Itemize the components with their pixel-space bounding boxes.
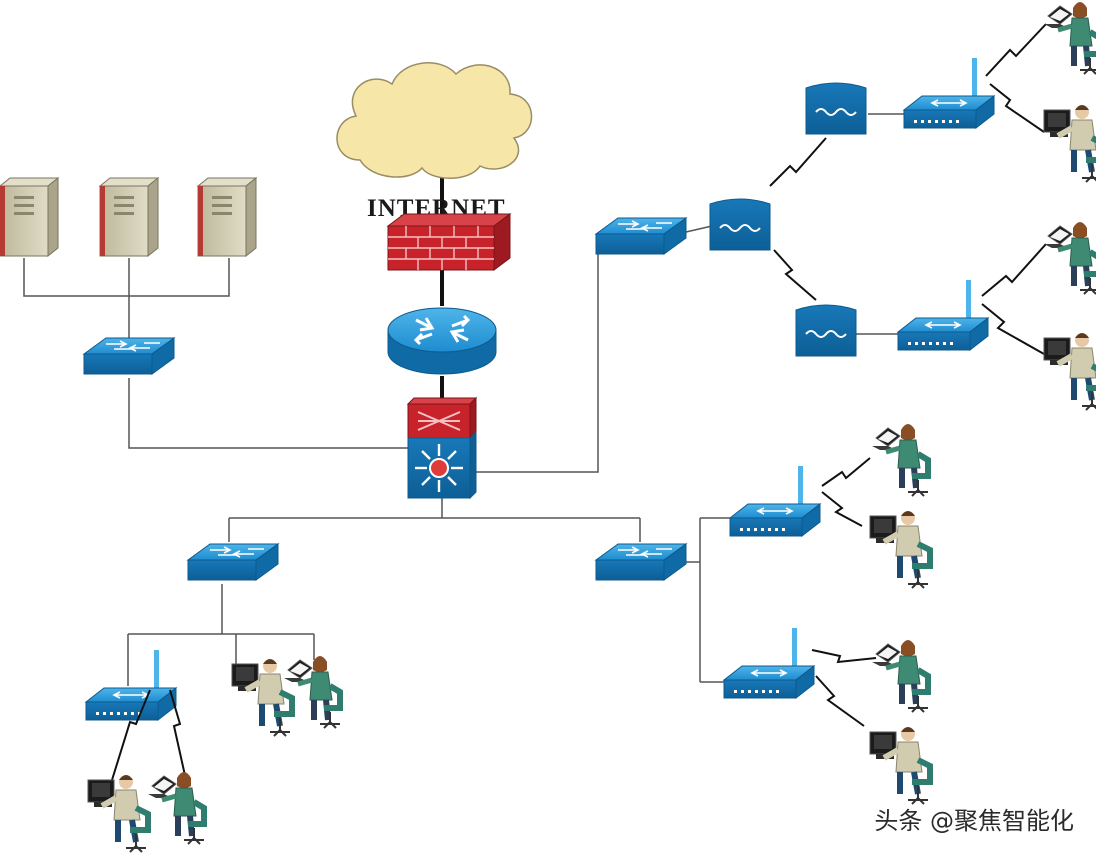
laptop-user-icon xyxy=(872,640,928,712)
wireless-bridge-icon xyxy=(805,82,867,135)
workstation-user-icon xyxy=(870,727,930,804)
server-icon xyxy=(197,177,257,257)
access-point-icon xyxy=(729,465,821,537)
core-distribution-link xyxy=(228,498,641,542)
firewall-icon xyxy=(386,213,512,271)
wireless-bridge-icon xyxy=(795,304,857,357)
server-icon xyxy=(0,177,59,257)
lower-right-switch-icon xyxy=(595,543,687,581)
server-switch-core-link xyxy=(128,378,410,449)
server-switch-icon xyxy=(83,337,175,375)
laptop-user-icon xyxy=(148,772,204,844)
router-icon xyxy=(387,307,497,375)
workstation-user-icon xyxy=(1044,105,1096,182)
lower-left-switch-bus xyxy=(127,584,315,686)
watermark: 头条 @聚焦智能化 xyxy=(874,807,1074,835)
workstation-user-icon xyxy=(88,775,148,852)
wan-switch-bridge-link xyxy=(685,225,713,233)
wired-links xyxy=(23,113,908,686)
access-point-icon xyxy=(85,649,177,721)
server-icon xyxy=(99,177,159,257)
laptop-user-icon xyxy=(1044,2,1096,74)
access-point-icon xyxy=(723,627,815,699)
server-bus-link xyxy=(23,258,230,338)
workstation-user-icon xyxy=(870,511,930,588)
internet-cloud-icon xyxy=(336,62,533,179)
access-point-icon xyxy=(897,279,989,351)
lower-left-switch-icon xyxy=(187,543,279,581)
wireless-link-icon xyxy=(111,23,1047,781)
access-point-icon xyxy=(903,57,995,129)
workstation-user-icon xyxy=(1044,333,1096,410)
lower-right-switch-bus xyxy=(686,517,732,683)
workstation-user-icon xyxy=(232,659,292,736)
core-switch-icon xyxy=(406,396,478,500)
laptop-user-icon xyxy=(1044,222,1096,294)
laptop-user-icon xyxy=(284,656,340,728)
laptop-user-icon xyxy=(872,424,928,496)
wireless-bridge-icon xyxy=(709,198,771,251)
core-wan-switch-link xyxy=(476,238,599,473)
wan-switch-icon xyxy=(595,217,687,255)
